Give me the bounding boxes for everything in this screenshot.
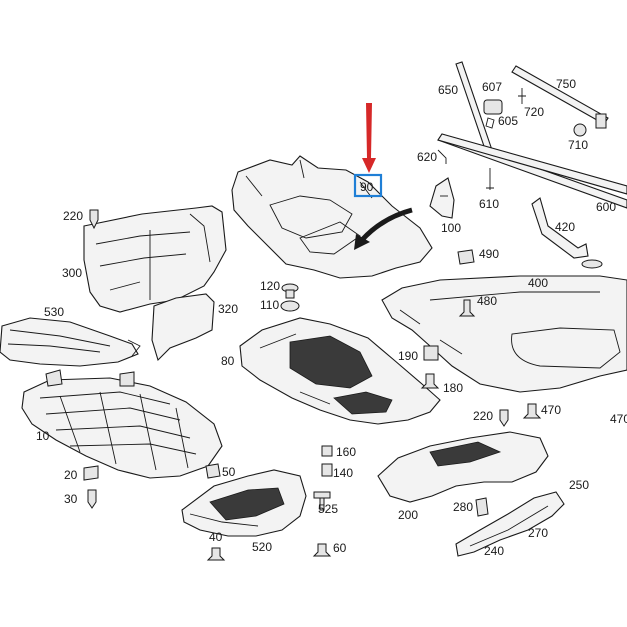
strut-assembly [437, 61, 627, 209]
callout-180: 180 [443, 381, 463, 395]
callout-100: 100 [441, 221, 461, 235]
part-90-shape [231, 155, 433, 279]
part-20-30-shapes [83, 465, 99, 509]
callout-90: 90 [360, 180, 374, 194]
callout-250: 250 [569, 478, 589, 492]
callout-530: 530 [44, 305, 64, 319]
callout-750: 750 [556, 77, 576, 91]
part-100-shape [429, 177, 455, 219]
callout-270: 270 [528, 526, 548, 540]
callout-300: 300 [62, 266, 82, 280]
callout-490: 490 [479, 247, 499, 261]
callout-200: 200 [398, 508, 418, 522]
part-200-shape [377, 431, 549, 503]
callout-710: 710 [568, 138, 588, 152]
callout-220-right: 220 [473, 409, 493, 423]
callout-610: 610 [479, 197, 499, 211]
callout-400: 400 [528, 276, 548, 290]
part-10-shape [21, 369, 223, 479]
callout-650: 650 [438, 83, 458, 97]
callout-50: 50 [222, 465, 236, 479]
callout-600: 600 [596, 200, 616, 214]
highlight-arrow [362, 103, 376, 173]
callout-605: 605 [498, 114, 518, 128]
callout-190: 190 [398, 349, 418, 363]
callout-60: 60 [333, 541, 347, 555]
callout-220-top: 220 [63, 209, 83, 223]
callout-80: 80 [221, 354, 235, 368]
part-190-180-shapes [420, 345, 440, 389]
callout-607: 607 [482, 80, 502, 94]
callout-280: 280 [453, 500, 473, 514]
callout-520: 520 [252, 540, 272, 554]
callout-420: 420 [555, 220, 575, 234]
part-280-270-250-240-shapes [455, 491, 565, 557]
callout-240: 240 [484, 544, 504, 558]
part-400-shape [381, 275, 627, 393]
part-490-shape [457, 249, 475, 265]
part-300-shape [83, 205, 227, 313]
callout-40: 40 [209, 530, 223, 544]
part-520-shape [181, 469, 307, 537]
part-40-60-shapes [206, 543, 332, 561]
callout-620: 620 [417, 150, 437, 164]
part-480-shape [458, 299, 476, 317]
part-525-shape [313, 491, 331, 511]
part-120-110-shapes [280, 283, 300, 312]
callout-30: 30 [64, 492, 78, 506]
part-220-shape [89, 209, 99, 230]
callout-480: 480 [477, 294, 497, 308]
callout-720: 720 [524, 105, 544, 119]
part-50-shape [205, 463, 221, 479]
callout-20: 20 [64, 468, 78, 482]
callout-110: 110 [260, 298, 279, 312]
part-220-470-shapes [499, 403, 542, 427]
part-420-shape [531, 197, 603, 269]
callout-140: 140 [333, 466, 353, 480]
callout-470-edge: 470 [610, 412, 627, 426]
part-530-shape [0, 317, 141, 367]
callout-120: 120 [260, 279, 280, 293]
direction-arrow [360, 207, 413, 242]
callout-160: 160 [336, 445, 356, 459]
highlight-box [353, 173, 383, 198]
part-80-shape [239, 317, 441, 425]
callout-10: 10 [36, 429, 50, 443]
callout-470: 470 [541, 403, 561, 417]
part-160-140-shapes [321, 445, 333, 477]
callout-320: 320 [218, 302, 238, 316]
callout-525: 525 [318, 502, 338, 516]
part-320-shape [151, 293, 215, 362]
